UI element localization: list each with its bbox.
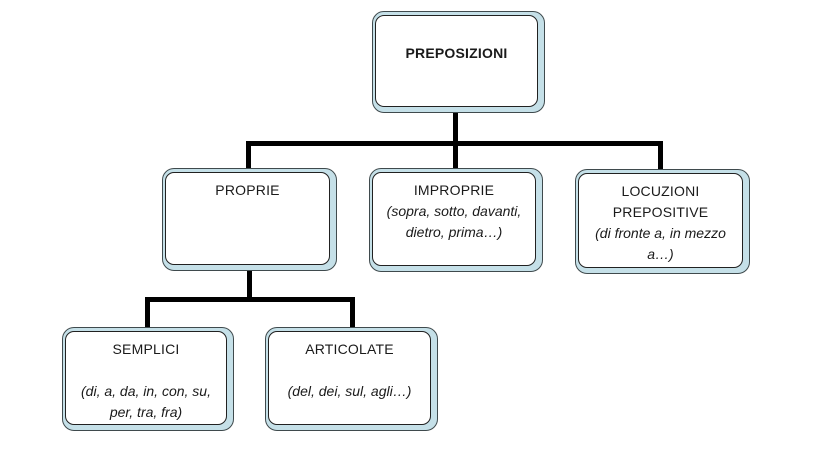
connector-level2-horizontal <box>145 297 355 302</box>
node-proprie-body: PROPRIE <box>165 172 330 265</box>
node-preposizioni: PREPOSIZIONI <box>372 11 545 113</box>
node-title: PROPRIE <box>215 182 280 198</box>
connector-drop-articolate <box>350 297 355 328</box>
node-title: PREPOSIZIONI <box>405 45 508 61</box>
node-locuzioni-prepositive-body: LOCUZIONI PREPOSITIVE (di fronte a, in m… <box>578 173 743 268</box>
node-title: SEMPLICI <box>112 341 180 357</box>
connector-drop-semplici <box>145 297 150 328</box>
node-locuzioni-prepositive: LOCUZIONI PREPOSITIVE (di fronte a, in m… <box>575 169 750 274</box>
connector-drop-proprie <box>246 141 251 169</box>
node-examples: (di, a, da, in, con, su, per, tra, fra) <box>81 383 211 420</box>
node-articolate-body: ARTICOLATE (del, dei, sul, agli…) <box>268 331 431 425</box>
connector-proprie-stem <box>247 271 252 302</box>
node-improprie-body: IMPROPRIE (sopra, sotto, davanti, dietro… <box>372 172 536 266</box>
node-title: ARTICOLATE <box>305 341 394 357</box>
connector-drop-locuzioni <box>658 141 663 171</box>
node-semplici: SEMPLICI (di, a, da, in, con, su, per, t… <box>62 327 234 431</box>
node-semplici-body: SEMPLICI (di, a, da, in, con, su, per, t… <box>65 331 227 425</box>
node-proprie: PROPRIE <box>162 168 337 271</box>
node-examples: (di fronte a, in mezzo a…) <box>595 225 726 262</box>
node-examples: (del, dei, sul, agli…) <box>287 383 412 399</box>
connector-level1-horizontal <box>246 141 663 146</box>
node-improprie: IMPROPRIE (sopra, sotto, davanti, dietro… <box>369 168 543 272</box>
node-preposizioni-body: PREPOSIZIONI <box>375 15 538 107</box>
node-title: LOCUZIONI PREPOSITIVE <box>612 183 709 220</box>
node-articolate: ARTICOLATE (del, dei, sul, agli…) <box>265 327 438 431</box>
node-title: IMPROPRIE <box>413 182 495 198</box>
node-examples: (sopra, sotto, davanti, dietro, prima…) <box>386 203 522 240</box>
